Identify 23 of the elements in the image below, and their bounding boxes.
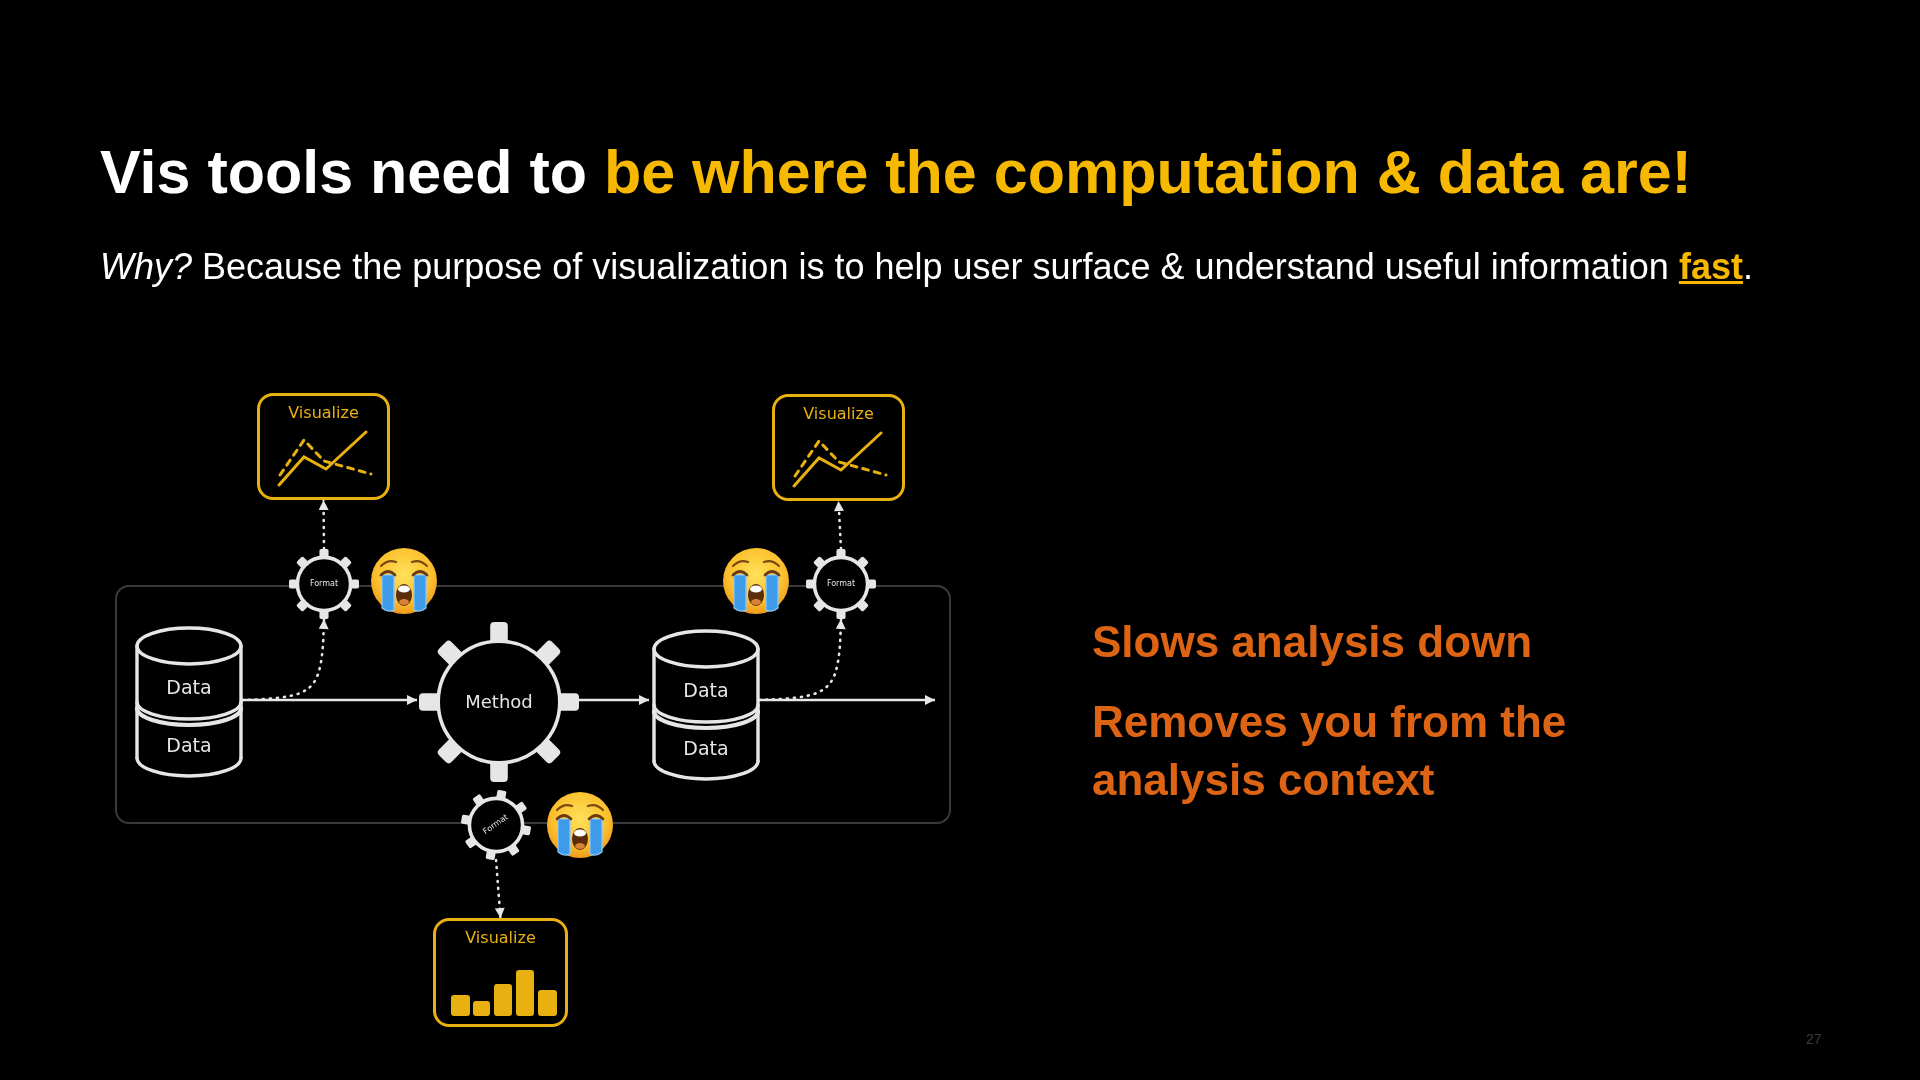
- key-point-text: Removes you from the analysis context: [1092, 696, 1568, 806]
- node-label: Data: [166, 734, 212, 755]
- chart-card: [257, 393, 390, 500]
- node-label: Visualize: [803, 405, 874, 423]
- node-label: Format: [826, 579, 856, 589]
- chart-card: [433, 918, 568, 1027]
- dotted-arrow: [494, 858, 505, 920]
- page-number: 27: [1806, 1031, 1822, 1047]
- node-label: Data: [166, 676, 212, 698]
- node-label: Data: [683, 679, 729, 701]
- dotted-arrow: [318, 498, 329, 551]
- chart-card: [772, 394, 905, 501]
- arrow: [759, 695, 935, 705]
- slide-title: Vis tools need to be where the computation & data are!: [100, 137, 1692, 208]
- arrow: [242, 695, 417, 705]
- subtitle: Why? Because the purpose of visualization is to help user surface & understand useful information fast.: [100, 246, 1753, 288]
- node-label: Visualize: [465, 929, 536, 947]
- dotted-arrow: [240, 617, 329, 702]
- node-label: Format: [309, 579, 339, 589]
- node-label: Data: [683, 737, 729, 758]
- dotted-arrow: [834, 499, 844, 551]
- node-label: Visualize: [288, 404, 359, 422]
- key-point-text: Slows analysis down: [1092, 616, 1534, 668]
